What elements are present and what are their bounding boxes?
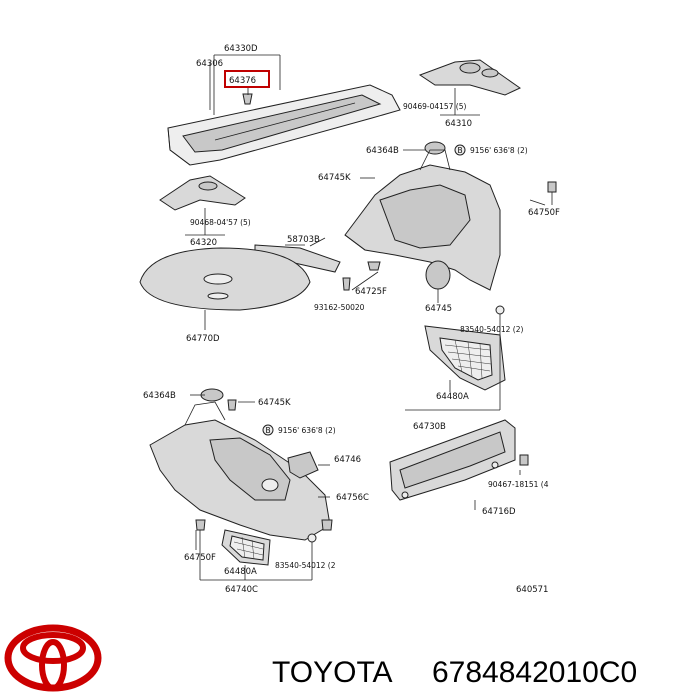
- marker-b-top-text: B: [458, 146, 463, 155]
- label-64750F-top: 64750F: [528, 208, 560, 218]
- vent-grille-64480A-bottom: [221, 529, 271, 566]
- label-64320: 64320: [190, 238, 217, 248]
- label-64756C: 64756C: [336, 493, 369, 503]
- label-64746: 64746: [334, 455, 361, 465]
- label-64364B-top: 64364B: [366, 146, 399, 156]
- label-64745: 64745: [425, 304, 452, 314]
- label-64376: 64376: [229, 76, 256, 86]
- part-number: 6784842010C0: [432, 656, 637, 689]
- label-90161-bottom: 9156' 636'8 (2): [278, 426, 336, 435]
- label-64730B: 64730B: [413, 422, 446, 432]
- toyota-logo-icon: [4, 624, 102, 692]
- vent-grille-64480A-top: [424, 325, 506, 391]
- label-64306: 64306: [196, 59, 223, 69]
- bracket-64310: [418, 59, 521, 96]
- label-93162: 93162-50020: [314, 303, 365, 312]
- cap-64364B: [424, 141, 446, 155]
- label-64770D: 64770D: [186, 334, 220, 344]
- bracket-64320: [159, 175, 246, 211]
- label-64364B-bottom: 64364B: [143, 391, 176, 401]
- label-64750F-bottom: 64750F: [184, 553, 216, 563]
- side-trim-right: [344, 149, 501, 291]
- brand-name: TOYOTA: [272, 656, 393, 689]
- label-58703B: 58703B: [287, 235, 320, 245]
- label-90161-top: 9156' 636'8 (2): [470, 146, 528, 155]
- label-64480A-bottom: 64480A: [224, 567, 257, 577]
- marker-b-top: [454, 144, 466, 156]
- label-64480A-top: 64480A: [436, 392, 469, 402]
- label-64745K-top: 64745K: [318, 173, 351, 183]
- marker-b-bottom: [262, 424, 274, 436]
- label-64716D: 64716D: [482, 507, 516, 517]
- vent-64746: [287, 451, 319, 479]
- label-64725F: 64725F: [355, 287, 387, 297]
- package-tray-64330D: [167, 84, 401, 166]
- label-640571: 640571: [516, 585, 548, 595]
- marker-b-bottom-text: B: [266, 426, 271, 435]
- label-90469: 90469-04157 (5): [403, 102, 467, 111]
- floor-mat-64770D: [139, 247, 311, 311]
- label-64310: 64310: [445, 119, 472, 129]
- side-trim-left: [149, 401, 331, 541]
- label-64330D: 64330D: [224, 44, 258, 54]
- label-83540-top: 83540-54012 (2): [460, 325, 524, 334]
- rear-sill-64716D: [389, 419, 516, 501]
- label-64740C: 64740C: [225, 585, 258, 595]
- label-83540-bottom: 83540-54012 (2: [275, 561, 336, 570]
- label-90467: 90467-18151 (4: [488, 480, 549, 489]
- label-64745K-bottom: 64745K: [258, 398, 291, 408]
- part-labels: 64330D 64306 64376 64310 90469-04157 (5)…: [143, 44, 560, 595]
- highlight-box-64376: [224, 70, 270, 88]
- leader-lines: [190, 149, 546, 550]
- label-90468: 90468-04'57 (5): [190, 218, 251, 227]
